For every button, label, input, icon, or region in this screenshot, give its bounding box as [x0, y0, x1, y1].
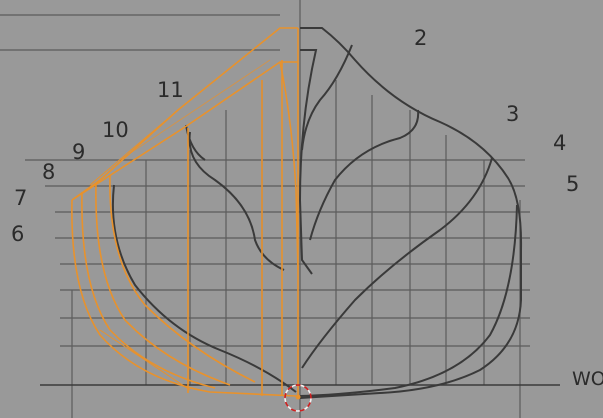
station-label-8: 8 [42, 160, 56, 184]
station-label-10: 10 [102, 118, 129, 142]
station-label-6: 6 [11, 222, 25, 246]
station-label-11: 11 [157, 78, 184, 102]
selected-mesh [71, 27, 299, 397]
station-label-4: 4 [553, 131, 567, 155]
station-label-5: 5 [566, 172, 580, 196]
3d-cursor-icon [284, 384, 312, 412]
hull-lines [298, 27, 523, 399]
station-label-9: 9 [72, 140, 86, 164]
station-label-2: 2 [414, 26, 428, 50]
station-label-7: 7 [14, 186, 28, 210]
waterline-label: WO [572, 368, 603, 390]
station-label-3: 3 [506, 102, 520, 126]
hull-lines-left [111, 124, 297, 393]
